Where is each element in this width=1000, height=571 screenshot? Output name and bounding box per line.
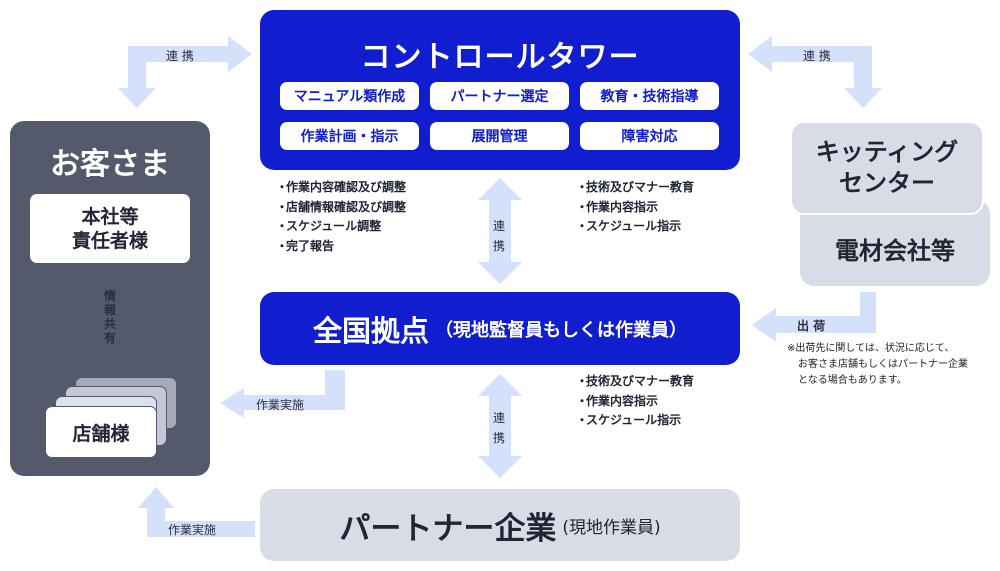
tower-to-nationwide-left-list: 作業内容確認及び調整 店舗情報確認及び調整 スケジュール調整 完了報告 bbox=[276, 178, 406, 256]
partner-company-box: パートナー企業 (現地作業員) bbox=[260, 489, 740, 561]
function-pill: 作業計画・指示 bbox=[280, 122, 419, 150]
shipping-label: 出 荷 bbox=[797, 319, 826, 333]
list-item: 店舗情報確認及び調整 bbox=[276, 198, 406, 218]
nationwide-to-partner-list: 技術及びマナー教育 作業内容指示 スケジュール指示 bbox=[576, 372, 694, 431]
shipping-note: ※出荷先に関しては、状況に応じて、 お客さま店舗もしくはパートナー企業 となる場… bbox=[787, 343, 968, 386]
tower-to-nationwide-right-list: 技術及びマナー教育 作業内容指示 スケジュール指示 bbox=[576, 178, 694, 237]
nationwide-title: 全国拠点 bbox=[312, 313, 429, 348]
list-item: 完了報告 bbox=[276, 237, 406, 257]
nationwide-base-box: 全国拠点 （現地監督員もしくは作業員） bbox=[260, 292, 740, 365]
nationwide-subtitle: （現地監督員もしくは作業員） bbox=[435, 319, 687, 341]
function-pill: 教育・技術指導 bbox=[580, 82, 719, 110]
list-item: スケジュール指示 bbox=[576, 217, 694, 237]
list-item: 技術及びマナー教育 bbox=[576, 178, 694, 198]
store-card-front: 店舗様 bbox=[45, 406, 157, 458]
partner-subtitle: (現地作業員) bbox=[562, 517, 661, 538]
list-item: スケジュール指示 bbox=[576, 411, 694, 431]
work-label-nationwide: 作業実施 bbox=[256, 398, 305, 412]
customer-box: お客さま 本社等 責任者様 情 報 共 有 店舗様 bbox=[10, 121, 210, 476]
list-item: 作業内容指示 bbox=[576, 198, 694, 218]
list-item: 作業内容指示 bbox=[576, 392, 694, 412]
work-label-partner: 作業実施 bbox=[168, 523, 217, 537]
function-pill: 展開管理 bbox=[430, 122, 569, 150]
renkei-label-mid: 連 携 bbox=[493, 219, 506, 253]
list-item: 作業内容確認及び調整 bbox=[276, 178, 406, 198]
renkei-label-top-left: 連 携 bbox=[166, 49, 194, 63]
kitting-center-box: キッティング センター bbox=[790, 121, 984, 215]
function-pill: 障害対応 bbox=[580, 122, 719, 150]
info-share-label: 情 報 共 有 bbox=[104, 289, 117, 345]
renkei-label-top-right: 連 携 bbox=[803, 49, 831, 63]
list-item: スケジュール調整 bbox=[276, 217, 406, 237]
renkei-label-low: 連 携 bbox=[493, 411, 506, 445]
customer-title: お客さま bbox=[50, 147, 170, 182]
control-tower-title: コントロールタワー bbox=[360, 40, 640, 75]
function-pill: マニュアル類作成 bbox=[280, 82, 419, 110]
control-tower-box: コントロールタワー マニュアル類作成 パートナー選定 教育・技術指導 作業計画・… bbox=[260, 10, 740, 170]
list-item: 技術及びマナー教育 bbox=[576, 372, 694, 392]
function-pill: パートナー選定 bbox=[430, 82, 569, 110]
partner-title: パートナー企業 bbox=[339, 510, 557, 547]
hq-manager-box: 本社等 責任者様 bbox=[30, 194, 190, 263]
